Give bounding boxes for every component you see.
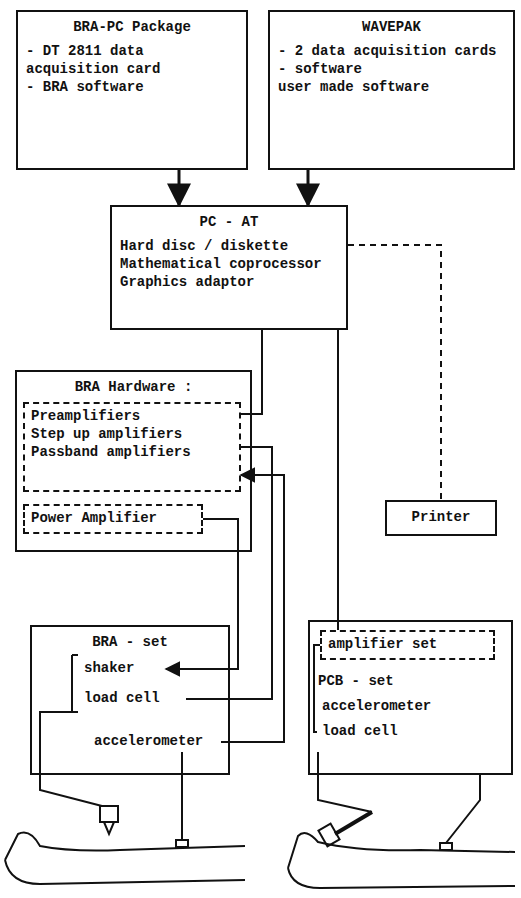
bracket-lead [40, 655, 102, 806]
hammer-handle [335, 812, 372, 834]
box-text: Step up amplifiers [31, 425, 233, 443]
bracket [72, 655, 78, 712]
box-text: Passband amplifiers [31, 443, 233, 461]
connector [221, 475, 284, 742]
connector [166, 519, 238, 669]
power-amplifier-box: Power Amplifier [23, 504, 203, 534]
box-text: amplifier set [328, 635, 487, 653]
box-text: Hard disc / diskette [120, 237, 338, 255]
component-label: shaker [82, 659, 162, 679]
box-heading: PC - AT [120, 213, 338, 231]
left-leg [5, 655, 245, 884]
leg-outline [5, 833, 245, 861]
box-text: shaker [84, 659, 160, 677]
lead-line [446, 775, 480, 843]
box-text: PCB - set [318, 672, 503, 690]
box-text: load cell [322, 722, 418, 740]
accelerometer-symbol [440, 843, 452, 850]
box-text: Preamplifiers [31, 407, 233, 425]
component-label: load cell [82, 689, 182, 709]
connector [307, 170, 310, 205]
box-text: - DT 2811 data acquisition card [26, 42, 238, 78]
box-text: Printer [395, 508, 487, 526]
package-box: BRA-PC Package - DT 2811 data acquisition… [16, 10, 248, 170]
package-box: WAVEPAK - 2 data acquisition cards- softw… [268, 10, 515, 170]
hardware-box: BRA Hardware : PreamplifiersStep up ampli… [15, 370, 252, 552]
set-box: BRA - set shaker load cell accelerometer [30, 625, 230, 775]
box-text: Mathematical coprocessor [120, 255, 338, 273]
box-text: Power Amplifier [31, 509, 195, 527]
component-label: load cell [320, 722, 420, 742]
shaker-tip [104, 822, 114, 834]
right-leg [288, 752, 515, 888]
box-heading: BRA Hardware : [25, 378, 242, 396]
leg-outline [5, 860, 245, 884]
leg-outline [288, 868, 515, 888]
lead-line [181, 752, 183, 840]
set-box: PCB - set amplifier set accelerometer load … [308, 620, 513, 775]
shaker-symbol [100, 806, 118, 822]
computer-box: PC - AT Hard disc / disketteMathematical … [110, 205, 348, 330]
box-text: - BRA software [26, 78, 238, 96]
amplifier-group: PreamplifiersStep up amplifiersPassband … [23, 402, 241, 492]
box-heading: BRA - set [40, 633, 220, 651]
hammer-head [318, 824, 339, 847]
component-label: accelerometer [320, 697, 445, 717]
box-text: Graphics adaptor [120, 273, 338, 291]
box-text: accelerometer [94, 732, 215, 750]
box-text: user made software [278, 78, 505, 96]
lead-line [318, 752, 372, 812]
connector [337, 330, 339, 630]
box-text: accelerometer [322, 697, 443, 715]
box-text: - software [278, 60, 505, 78]
connector [348, 245, 441, 500]
box-text: load cell [84, 689, 180, 707]
box-text: - 2 data acquisition cards [278, 42, 505, 60]
accelerometer-symbol [176, 840, 188, 847]
amplifier-box: amplifier set [320, 630, 495, 660]
printer-box: Printer [385, 500, 497, 536]
component-label: accelerometer [92, 732, 217, 752]
connector [178, 170, 181, 205]
box-heading: WAVEPAK [278, 18, 505, 36]
box-heading: BRA-PC Package [26, 18, 238, 36]
